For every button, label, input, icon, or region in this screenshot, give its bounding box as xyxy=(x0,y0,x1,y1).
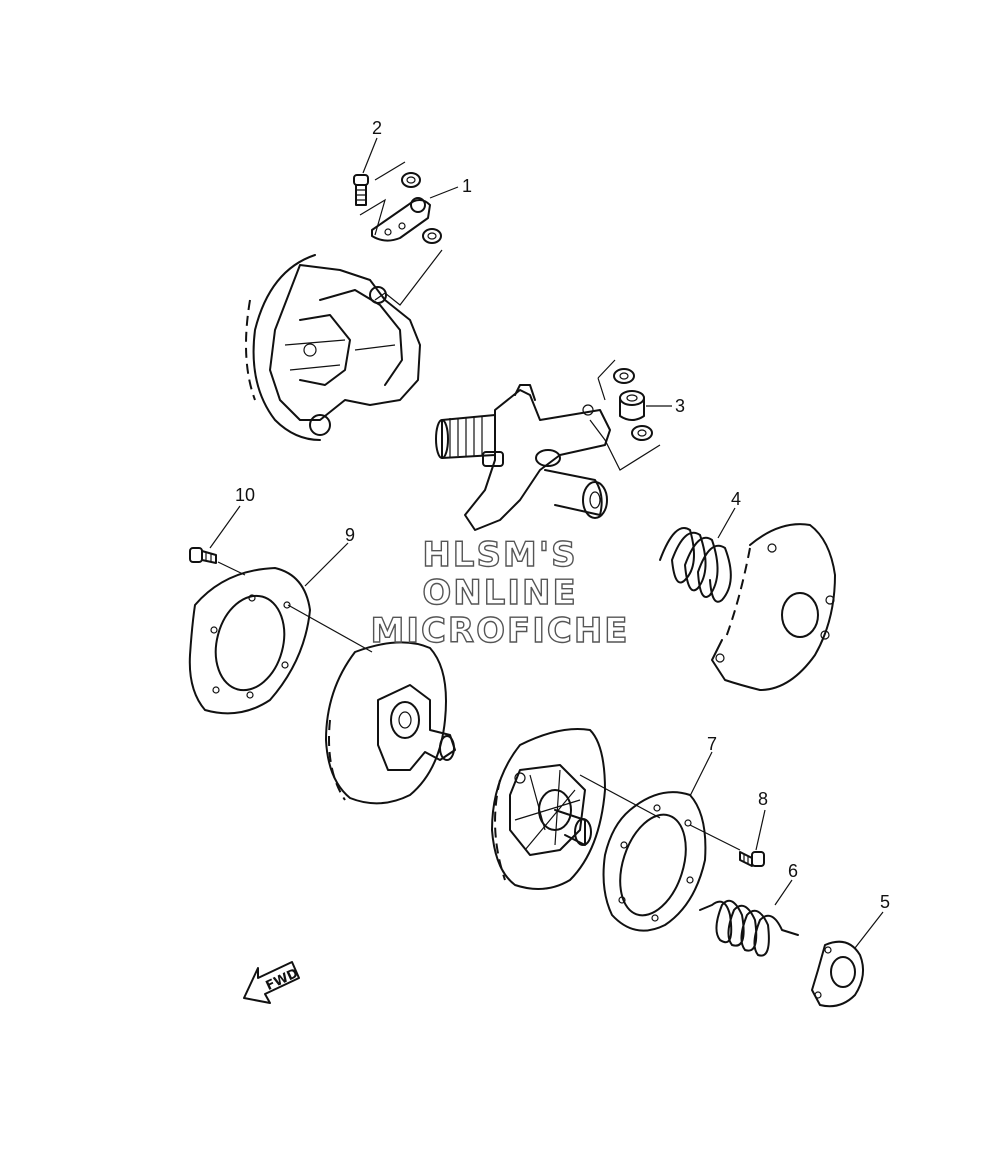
bracket-1 xyxy=(359,161,443,306)
leader-6 xyxy=(774,879,793,906)
part-10-bolt[interactable] xyxy=(189,547,217,564)
part-7-plate[interactable] xyxy=(602,791,707,932)
part-9-plate[interactable] xyxy=(188,567,311,715)
leader-5 xyxy=(854,911,884,949)
callout-8[interactable]: 8 xyxy=(758,789,768,809)
leader-9 xyxy=(304,542,349,587)
callout-10[interactable]: 10 xyxy=(235,485,255,505)
callout-2[interactable]: 2 xyxy=(372,118,382,138)
part-8-bolt[interactable] xyxy=(739,851,765,867)
callout-5[interactable]: 5 xyxy=(880,892,890,912)
secondary-sheave xyxy=(491,728,606,890)
movable-sheave xyxy=(325,641,456,805)
part-5-cam[interactable] xyxy=(811,940,865,1008)
watermark-line-2: ONLINE xyxy=(422,573,577,613)
assembly-line-10 xyxy=(217,561,246,576)
fwd-arrow-icon: FWD xyxy=(243,961,301,1004)
part-4-spring[interactable] xyxy=(659,527,732,603)
fwd-label: FWD xyxy=(264,966,301,994)
bracket-3 xyxy=(589,359,661,471)
callout-6[interactable]: 6 xyxy=(788,861,798,881)
assembly-line-9 xyxy=(287,604,373,653)
leader-4 xyxy=(717,507,736,539)
leader-10 xyxy=(209,505,241,549)
assembly-line-8 xyxy=(689,824,741,851)
callout-3[interactable]: 3 xyxy=(675,396,685,416)
leader-2 xyxy=(362,137,378,174)
part-6-spring[interactable] xyxy=(699,899,799,957)
leader-1 xyxy=(429,186,459,199)
callout-7[interactable]: 7 xyxy=(707,734,717,754)
part-2-bolt[interactable] xyxy=(353,174,369,206)
callout-9[interactable]: 9 xyxy=(345,525,355,545)
drive-spider-shaft xyxy=(435,384,611,531)
callout-4[interactable]: 4 xyxy=(731,489,741,509)
watermark-line-3: MICROFICHE xyxy=(370,611,629,651)
watermark-line-1: HLSM'S xyxy=(422,535,577,575)
leader-8 xyxy=(755,809,766,851)
callout-1[interactable]: 1 xyxy=(462,176,472,196)
part-3-roller[interactable] xyxy=(613,368,653,441)
primary-fixed-sheave xyxy=(245,254,421,441)
sheave-cap xyxy=(711,523,836,691)
assembly-line-7 xyxy=(579,774,661,819)
watermark: HLSM'S ONLINE MICROFICHE xyxy=(370,534,629,651)
leader-7 xyxy=(689,751,713,797)
part-1-lever[interactable] xyxy=(371,172,442,244)
